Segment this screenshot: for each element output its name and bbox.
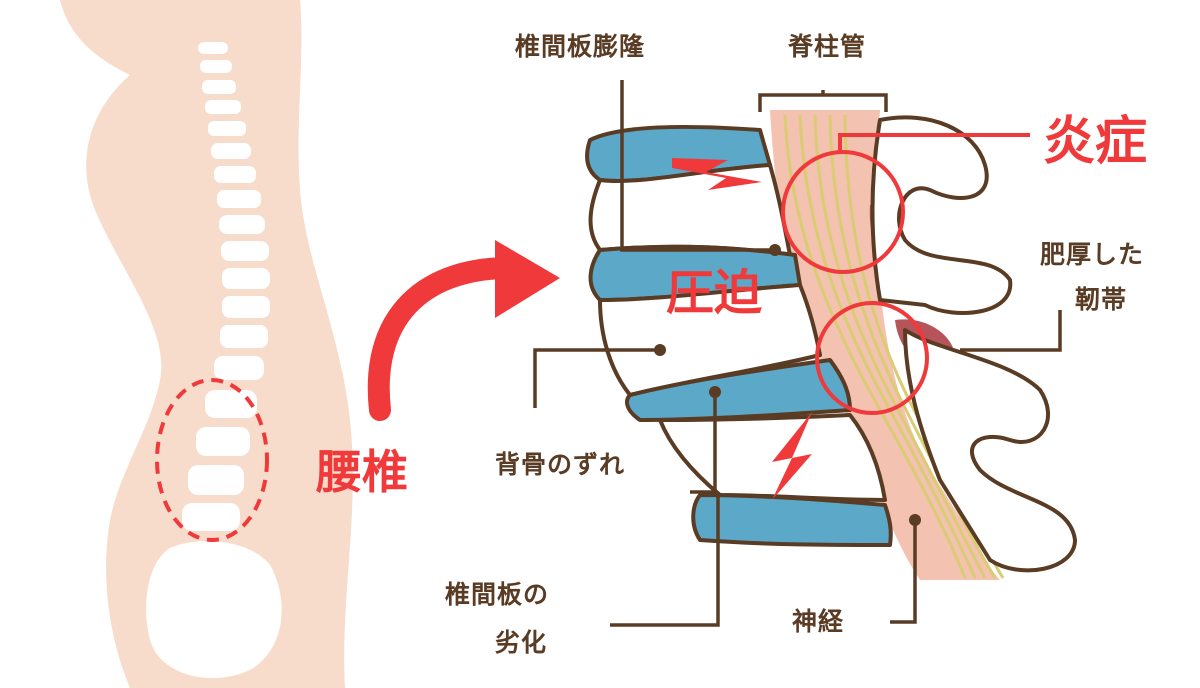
vertebrae <box>870 115 1077 573</box>
label-thickened-ligament-2: 靭帯 <box>1075 285 1128 314</box>
label-thickened-ligament-1: 肥厚した <box>1040 240 1145 269</box>
label-disc-degeneration-1: 椎間板の <box>445 580 550 609</box>
label-vertebra-slip: 背骨のずれ <box>495 450 626 479</box>
label-spinal-canal: 脊柱管 <box>788 32 867 61</box>
lightning-bolt <box>772 412 812 500</box>
inflammation-leader <box>838 133 1030 152</box>
spine <box>146 42 282 679</box>
inflammation-circle <box>815 301 929 415</box>
vertebral-bodies <box>585 125 893 547</box>
label-compression: 圧迫 <box>666 265 763 321</box>
inflammation-circle <box>781 150 905 274</box>
curved-arrow <box>367 257 516 421</box>
leader-dots <box>654 244 921 526</box>
lumbar-highlight <box>155 378 269 542</box>
label-inflammation: 炎症 <box>1043 112 1148 172</box>
label-disc-bulge: 椎間板膨隆 <box>515 32 646 61</box>
body-silhouette <box>60 0 353 688</box>
label-nerve: 神経 <box>792 607 845 636</box>
label-lumbar: 腰椎 <box>316 445 408 499</box>
leader-lines <box>533 80 1062 627</box>
label-disc-degeneration-2: 劣化 <box>495 628 548 657</box>
lightning-bolt <box>672 158 762 190</box>
